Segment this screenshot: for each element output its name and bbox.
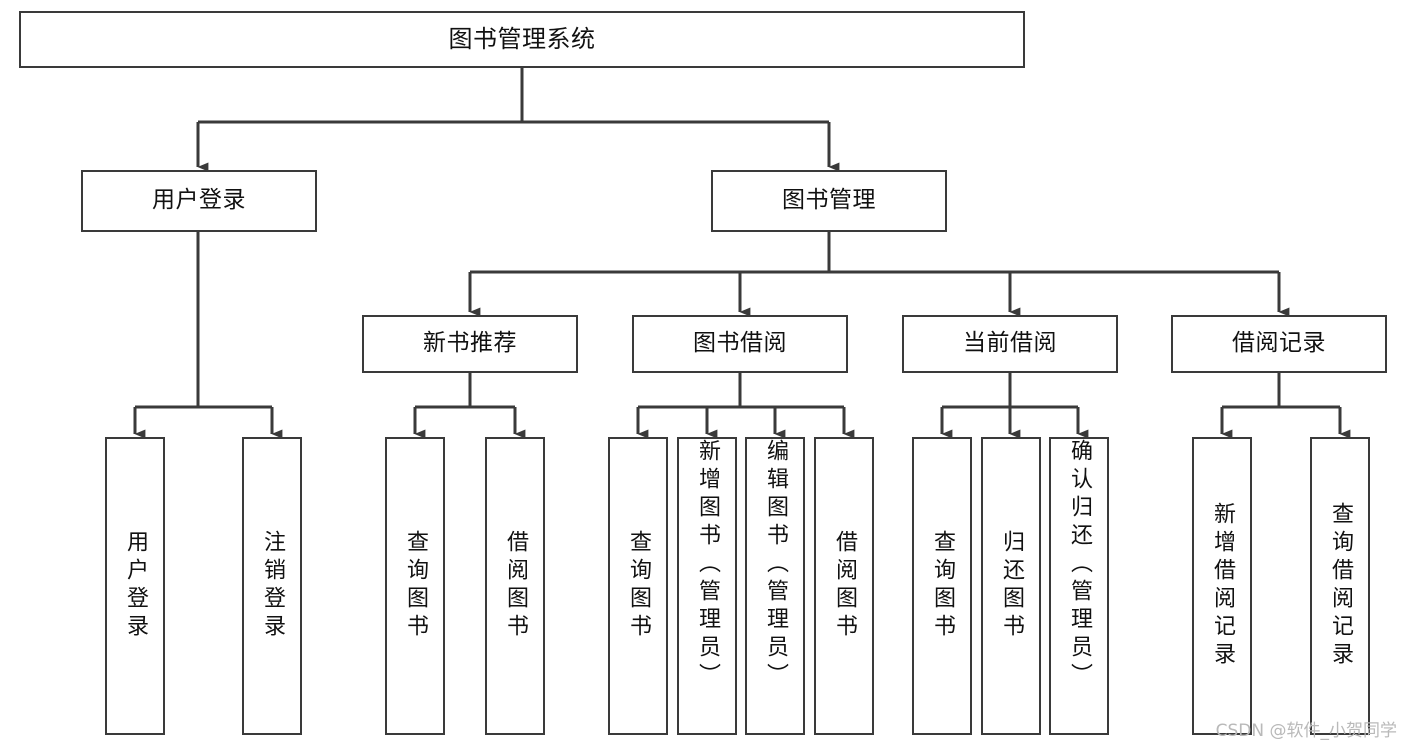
node-label: 新书推荐 <box>423 330 517 357</box>
node-book-management[interactable]: 图书管理 <box>711 170 947 232</box>
node-label: 借阅记录 <box>1232 330 1326 357</box>
node-root-book-management-system[interactable]: 图书管理系统 <box>19 11 1025 68</box>
node-label: 用户登录 <box>123 530 148 642</box>
leaf-borrow-books-recommendation[interactable]: 借阅图书 <box>485 437 545 735</box>
node-label: 归还图书 <box>999 530 1024 642</box>
node-label: 编辑图书（管理员） <box>763 439 788 691</box>
node-label: 图书管理 <box>782 187 876 214</box>
node-label: 确认归还（管理员） <box>1067 439 1092 691</box>
leaf-return-books[interactable]: 归还图书 <box>981 437 1041 735</box>
node-label: 借阅图书 <box>832 530 857 642</box>
node-label: 查询图书 <box>626 530 651 642</box>
node-borrowing-records[interactable]: 借阅记录 <box>1171 315 1387 373</box>
node-label: 查询借阅记录 <box>1328 502 1353 670</box>
node-label: 用户登录 <box>152 187 246 214</box>
leaf-edit-book-admin[interactable]: 编辑图书（管理员） <box>745 437 805 735</box>
node-label: 查询图书 <box>930 530 955 642</box>
leaf-add-borrow-record[interactable]: 新增借阅记录 <box>1192 437 1252 735</box>
node-current-borrowing[interactable]: 当前借阅 <box>902 315 1118 373</box>
leaf-borrow-books-borrowing[interactable]: 借阅图书 <box>814 437 874 735</box>
leaf-add-book-admin[interactable]: 新增图书（管理员） <box>677 437 737 735</box>
node-label: 图书管理系统 <box>448 25 596 54</box>
node-label: 图书借阅 <box>693 330 787 357</box>
node-new-book-recommendation[interactable]: 新书推荐 <box>362 315 578 373</box>
node-book-borrowing[interactable]: 图书借阅 <box>632 315 848 373</box>
leaf-query-books-current[interactable]: 查询图书 <box>912 437 972 735</box>
leaf-query-books-borrowing[interactable]: 查询图书 <box>608 437 668 735</box>
node-label: 查询图书 <box>403 530 428 642</box>
leaf-logout[interactable]: 注销登录 <box>242 437 302 735</box>
leaf-query-borrow-record[interactable]: 查询借阅记录 <box>1310 437 1370 735</box>
leaf-query-books-recommendation[interactable]: 查询图书 <box>385 437 445 735</box>
watermark: CSDN @软件_小贺同学 <box>1215 721 1397 741</box>
node-label: 新增图书（管理员） <box>695 439 720 691</box>
node-label: 借阅图书 <box>503 530 528 642</box>
node-label: 当前借阅 <box>963 330 1057 357</box>
leaf-confirm-return-admin[interactable]: 确认归还（管理员） <box>1049 437 1109 735</box>
node-label: 新增借阅记录 <box>1210 502 1235 670</box>
node-label: 注销登录 <box>260 530 285 642</box>
node-user-login[interactable]: 用户登录 <box>81 170 317 232</box>
leaf-user-login[interactable]: 用户登录 <box>105 437 165 735</box>
